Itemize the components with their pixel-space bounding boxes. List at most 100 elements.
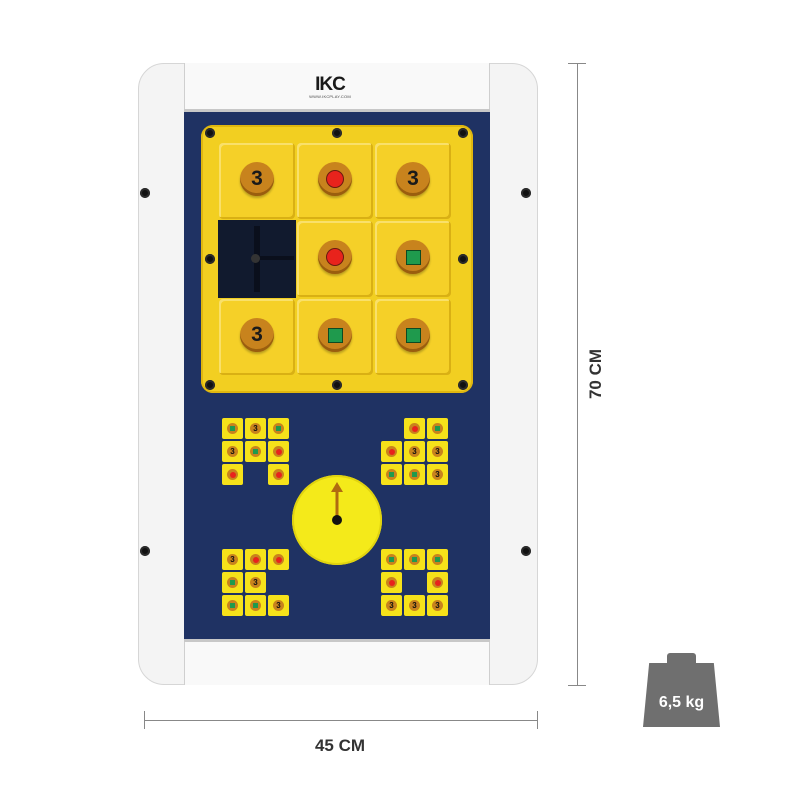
pattern-card-cell: [427, 418, 448, 439]
pattern-card-cell: [404, 572, 425, 593]
tile-knob: 3: [240, 318, 274, 352]
pattern-card-cell: 3: [404, 595, 425, 616]
mounting-bolt-icon: [521, 188, 531, 198]
pattern-card-cell: [222, 464, 243, 485]
pattern-card-cell: [427, 572, 448, 593]
green-square-icon: [389, 472, 394, 477]
red-dot-icon: [434, 579, 441, 586]
tile-knob: 3: [240, 162, 274, 196]
board-bottom-trim: [184, 639, 490, 642]
logo-url: WWW.IKCPLAY.COM: [309, 94, 351, 99]
pattern-card-cell: [268, 572, 289, 593]
pattern-card-cell: [381, 441, 402, 462]
puzzle-tile[interactable]: 3: [219, 143, 295, 219]
pattern-card-cell: 3: [427, 441, 448, 462]
tile-knob: 3: [396, 162, 430, 196]
pattern-card-cell: [427, 549, 448, 570]
pattern-card-cell: [222, 595, 243, 616]
puzzle-tile[interactable]: [375, 299, 451, 375]
mounting-bolt-icon: [140, 546, 150, 556]
tray-bolt-icon: [458, 128, 468, 138]
red-dot-icon: [388, 579, 395, 586]
pattern-number: 3: [276, 600, 281, 610]
arrow-icon: [331, 482, 343, 520]
puzzle-tile[interactable]: [297, 299, 373, 375]
dimension-tick: [144, 711, 145, 729]
red-dot-icon: [275, 471, 282, 478]
pattern-card-cell: [245, 595, 266, 616]
red-dot-icon: [411, 425, 418, 432]
pattern-number: 3: [253, 577, 258, 587]
green-square-icon: [327, 327, 343, 343]
pattern-number: 3: [412, 446, 417, 456]
red-dot-icon: [388, 448, 395, 455]
red-dot-icon: [252, 556, 259, 563]
tile-knob: [318, 240, 352, 274]
red-dot-icon: [229, 471, 236, 478]
pattern-card-cell: 3: [404, 441, 425, 462]
red-dot-icon: [275, 448, 282, 455]
pattern-card-cell: 3: [222, 441, 243, 462]
weight-label: 6,5 kg: [658, 694, 705, 711]
green-square-icon: [389, 557, 394, 562]
empty-slot: [218, 220, 296, 298]
pattern-card-cell: [381, 549, 402, 570]
pattern-card-cell: [404, 549, 425, 570]
red-dot-icon: [326, 248, 344, 266]
weight-icon: 6,5 kg: [643, 653, 720, 727]
puzzle-tile[interactable]: [297, 143, 373, 219]
pattern-number: 3: [253, 423, 258, 433]
brand-logo: IKC WWW.IKCPLAY.COM: [300, 74, 360, 99]
pattern-card-cell: [222, 572, 243, 593]
dimension-tick: [537, 711, 538, 729]
tray-bolt-icon: [458, 254, 468, 264]
green-square-icon: [230, 580, 235, 585]
mounting-bolt-icon: [140, 188, 150, 198]
pattern-card-cell: [404, 418, 425, 439]
tile-knob: [396, 318, 430, 352]
puzzle-tile[interactable]: [375, 221, 451, 297]
dimension-tick: [568, 63, 586, 64]
green-square-icon: [276, 426, 281, 431]
logo-mark: IKC: [315, 74, 346, 95]
pattern-card-cell: 3: [427, 464, 448, 485]
pattern-card-cell: 3: [245, 572, 266, 593]
green-square-icon: [412, 557, 417, 562]
pattern-card-cell: [268, 418, 289, 439]
green-square-icon: [435, 557, 440, 562]
pattern-number: 3: [435, 469, 440, 479]
pattern-number: 3: [412, 600, 417, 610]
pattern-card-cell: [222, 418, 243, 439]
pattern-card-cell: [381, 464, 402, 485]
puzzle-tile[interactable]: 3: [219, 299, 295, 375]
pattern-card-cell: [404, 464, 425, 485]
green-square-icon: [253, 603, 258, 608]
height-label: 70 CM: [586, 348, 605, 400]
puzzle-tile[interactable]: [297, 221, 373, 297]
dimension-tick: [568, 685, 586, 686]
tray-bolt-icon: [205, 128, 215, 138]
spinner-hub: [332, 515, 342, 525]
pattern-card-cell: [245, 464, 266, 485]
pattern-card-cell: 3: [245, 418, 266, 439]
tray-bolt-icon: [332, 380, 342, 390]
puzzle-tile[interactable]: 3: [375, 143, 451, 219]
red-dot-icon: [275, 556, 282, 563]
height-dimension-line: [577, 63, 578, 685]
tile-number: 3: [251, 167, 263, 190]
pattern-number: 3: [435, 600, 440, 610]
green-square-icon: [405, 327, 421, 343]
tile-knob: [318, 318, 352, 352]
green-square-icon: [405, 249, 421, 265]
pattern-number: 3: [230, 554, 235, 564]
board-top-trim: [184, 109, 490, 112]
arrow-spinner[interactable]: [292, 475, 382, 565]
tray-bolt-icon: [205, 254, 215, 264]
pattern-number: 3: [230, 446, 235, 456]
tray-bolt-icon: [332, 128, 342, 138]
pattern-card-cell: [268, 464, 289, 485]
pattern-number: 3: [389, 600, 394, 610]
green-square-icon: [230, 603, 235, 608]
pattern-card-cell: [268, 549, 289, 570]
width-label: 45 CM: [314, 736, 366, 755]
